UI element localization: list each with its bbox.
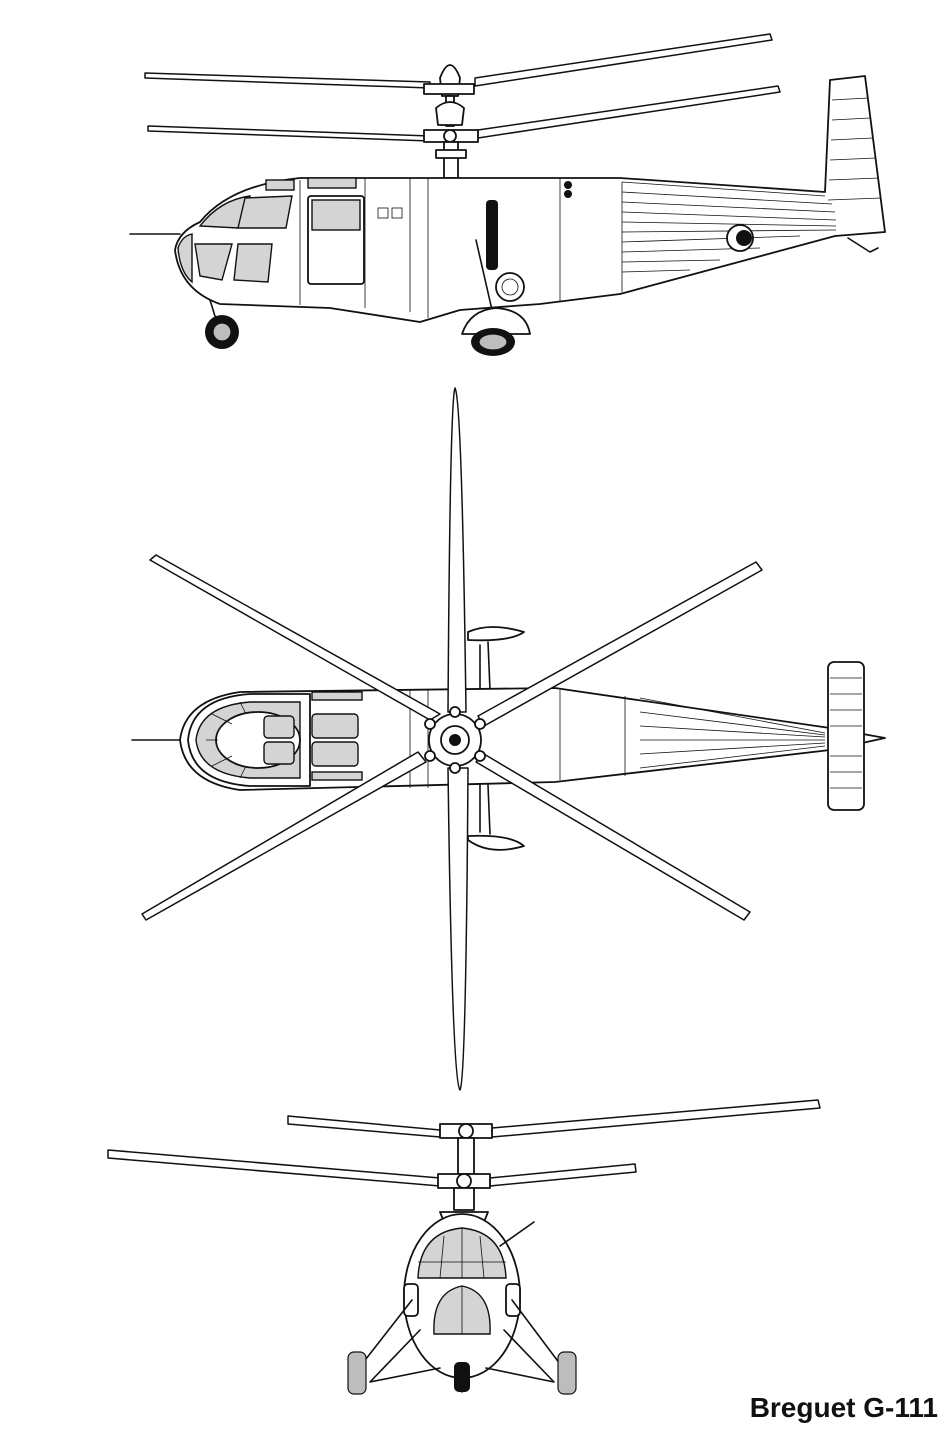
side-main-gear-fairing bbox=[461, 307, 531, 335]
top-blade-sw bbox=[141, 751, 427, 921]
side-upper-blade-right bbox=[474, 33, 773, 87]
side-rotor-hub bbox=[423, 64, 479, 179]
side-lower-blade-right bbox=[477, 85, 781, 139]
top-stabilizer bbox=[827, 661, 865, 811]
side-exhaust-grille bbox=[486, 200, 498, 270]
side-cockpit-windscreen bbox=[198, 195, 252, 229]
top-window-4 bbox=[311, 741, 359, 767]
top-blade-north bbox=[447, 387, 467, 713]
front-upper-blade-left bbox=[287, 1115, 441, 1138]
side-engine-intake bbox=[495, 272, 525, 302]
side-lower-window-2 bbox=[233, 243, 273, 283]
side-cockpit-window-1 bbox=[237, 195, 293, 229]
top-window-3 bbox=[311, 713, 359, 739]
front-upper-blade-right bbox=[491, 1099, 821, 1138]
top-view bbox=[131, 387, 886, 1091]
top-stabilizer-ribs bbox=[830, 677, 862, 789]
top-sponson-lower bbox=[467, 834, 525, 851]
front-lower-blade-right bbox=[489, 1163, 637, 1187]
side-door-window bbox=[311, 199, 361, 231]
front-view bbox=[107, 1099, 821, 1395]
top-rotor bbox=[141, 387, 763, 1091]
top-blade-nw bbox=[149, 554, 441, 721]
top-blade-south bbox=[447, 767, 469, 1091]
side-tail-ribs bbox=[621, 181, 837, 292]
top-window-2 bbox=[263, 741, 295, 765]
front-right-wheel bbox=[557, 1351, 577, 1395]
front-lower-blade-left bbox=[107, 1149, 441, 1187]
top-blade-se bbox=[475, 753, 751, 921]
front-nose-wheel bbox=[454, 1362, 470, 1392]
top-sponson-upper bbox=[467, 626, 525, 642]
side-fin-ribs bbox=[827, 97, 882, 201]
front-rotor-hub bbox=[437, 1123, 493, 1223]
top-tail-ribs bbox=[559, 690, 826, 780]
front-left-wheel bbox=[347, 1351, 367, 1395]
side-top-window-2 bbox=[307, 177, 357, 189]
aircraft-title: Breguet G-111 bbox=[749, 1392, 938, 1423]
side-nose-glazing bbox=[177, 233, 193, 284]
top-window-1 bbox=[263, 715, 295, 739]
side-upper-blade-left bbox=[144, 72, 431, 89]
side-lower-blade-left bbox=[147, 125, 431, 142]
side-top-window-1 bbox=[265, 179, 295, 191]
side-view bbox=[129, 33, 886, 356]
side-lower-window-1 bbox=[194, 243, 233, 281]
top-rotor-hub bbox=[424, 706, 486, 774]
